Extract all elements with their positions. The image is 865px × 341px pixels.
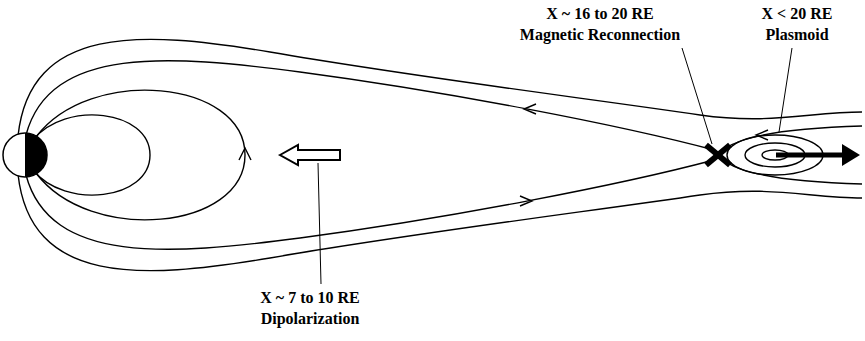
label-text: Dipolarization — [259, 309, 362, 329]
field-line — [26, 61, 714, 150]
field-line — [722, 159, 862, 184]
field-line — [722, 126, 862, 151]
earth-night-side — [25, 133, 47, 177]
label-text: X ~ 16 to 20 RE — [544, 4, 655, 24]
label-text: X ~ 7 to 10 RE — [258, 288, 361, 308]
label-text: Plasmoid — [763, 25, 830, 45]
field-arrowhead — [756, 130, 768, 140]
leader-line — [779, 48, 792, 132]
leader-lines — [318, 48, 792, 284]
earth — [3, 133, 47, 177]
field-line — [26, 160, 714, 249]
field-lines-south — [18, 159, 862, 271]
field-line — [18, 174, 862, 271]
x-stroke — [706, 145, 730, 165]
label-text: X < 20 RE — [760, 4, 835, 24]
plasmoid-arrow — [776, 153, 844, 158]
field-arrowhead — [520, 196, 532, 206]
field-arrowhead — [239, 148, 251, 160]
field-line — [36, 90, 245, 220]
x-stroke — [706, 145, 730, 165]
field-lines — [18, 39, 862, 270]
leader-line — [682, 48, 712, 144]
reconnection-x — [706, 145, 730, 165]
plasmoid-arrowhead — [842, 144, 860, 166]
field-arrowhead — [524, 104, 536, 114]
field-line — [33, 115, 150, 195]
field-line — [18, 39, 862, 136]
leader-line — [318, 163, 321, 284]
dipolarization-arrow — [280, 145, 340, 165]
label-text: Magnetic Reconnection — [518, 25, 682, 45]
